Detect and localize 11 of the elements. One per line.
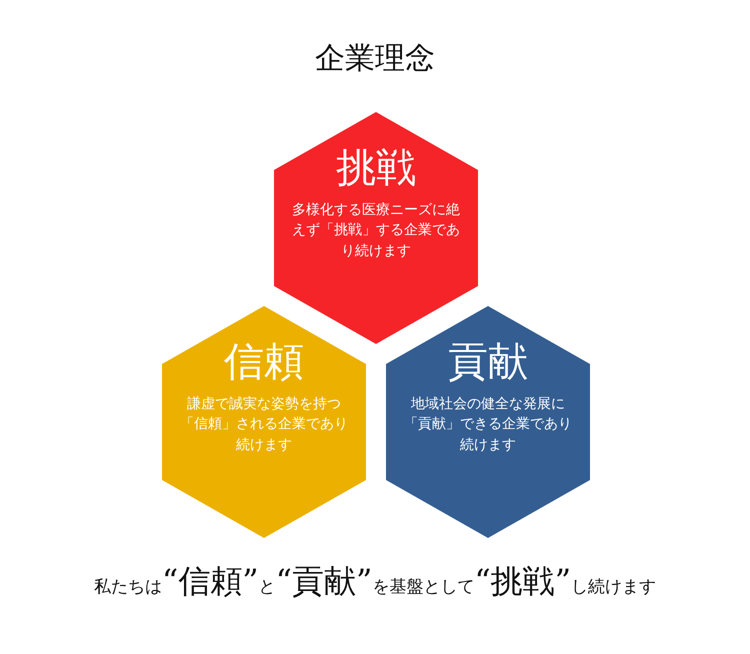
- mission-statement: 私たちは“信頼”と“貢献”を基盤として“挑戦”し続けます: [92, 561, 658, 602]
- value-hexagon: [274, 112, 478, 344]
- diagram-title: 企業理念: [314, 40, 436, 78]
- value-hexagon: [162, 306, 366, 538]
- value-description: 地域社会の健全な発展に「貢献」できる企業であり続けます: [403, 395, 573, 455]
- value-heading: 挑戦: [335, 146, 417, 190]
- value-hexagon: [386, 306, 590, 538]
- value-description: 多様化する医療ニーズに絶えず「挑戦」する企業であり続けます: [291, 201, 461, 261]
- value-heading: 貢献: [447, 340, 529, 384]
- value-heading: 信頼: [223, 340, 305, 384]
- value-description: 謙虚で誠実な姿勢を持つ「信頼」される企業であり続けます: [179, 395, 349, 455]
